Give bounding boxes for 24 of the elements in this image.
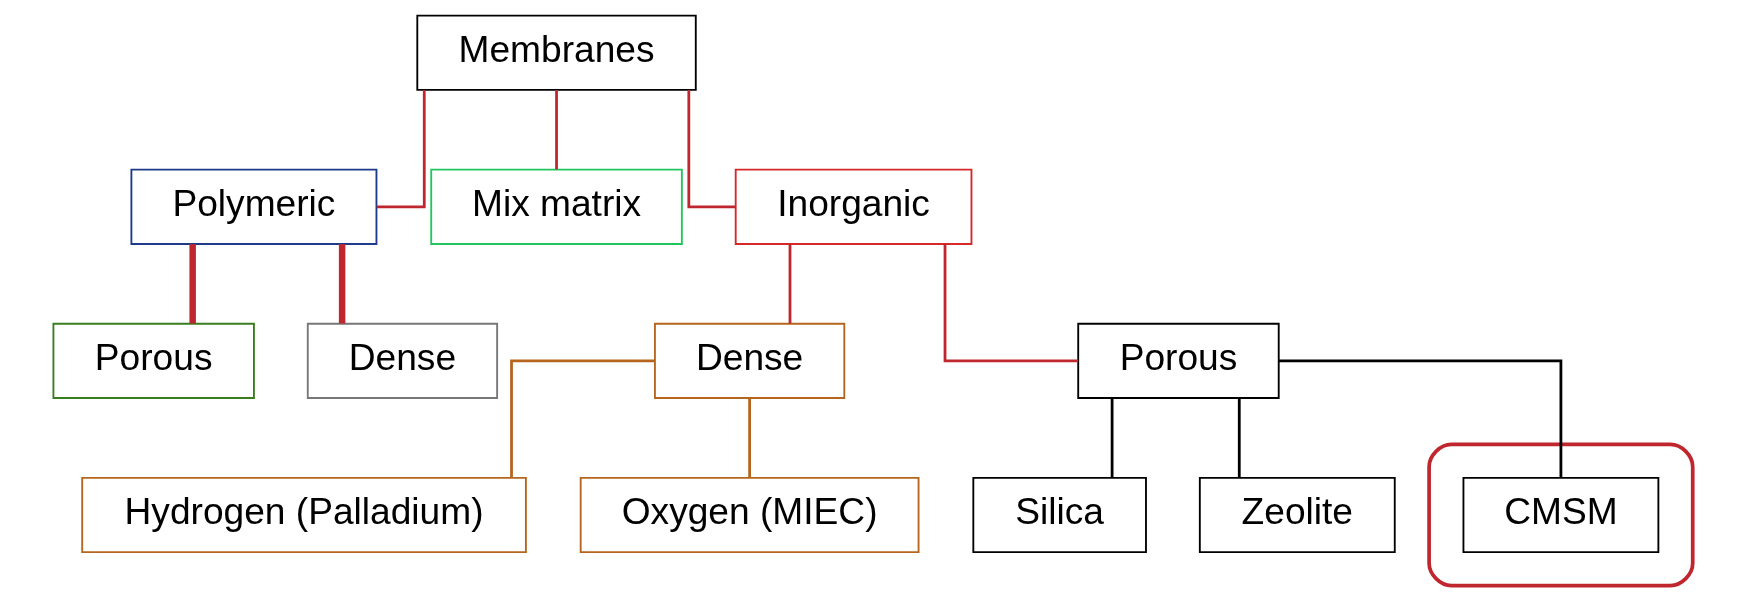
connector	[555, 90, 558, 170]
cluster	[1427, 442, 1695, 588]
node-box: Dense	[654, 322, 846, 399]
connector	[376, 90, 426, 209]
node-box: Dense	[306, 322, 499, 399]
node-box: Zeolite	[1198, 476, 1396, 554]
connector	[510, 359, 655, 478]
connector	[687, 90, 736, 209]
node-box: Membranes	[416, 14, 697, 91]
node-box: Silica	[972, 476, 1147, 554]
node-box: Mix matrix	[430, 168, 683, 245]
connector	[943, 244, 1079, 363]
node-box: Porous	[1077, 322, 1280, 399]
node-box: Polymeric	[130, 168, 378, 245]
connector	[788, 244, 792, 324]
connector	[1237, 398, 1241, 478]
node-box: Oxygen (MIEC)	[579, 476, 920, 554]
connector	[1278, 359, 1563, 478]
node-box: Hydrogen (Palladium)	[81, 476, 527, 554]
node-box: CMSM	[1462, 476, 1660, 554]
connector	[748, 398, 751, 478]
node-box: Inorganic	[734, 168, 973, 245]
connector	[1110, 398, 1114, 478]
node-box: Porous	[52, 322, 255, 399]
